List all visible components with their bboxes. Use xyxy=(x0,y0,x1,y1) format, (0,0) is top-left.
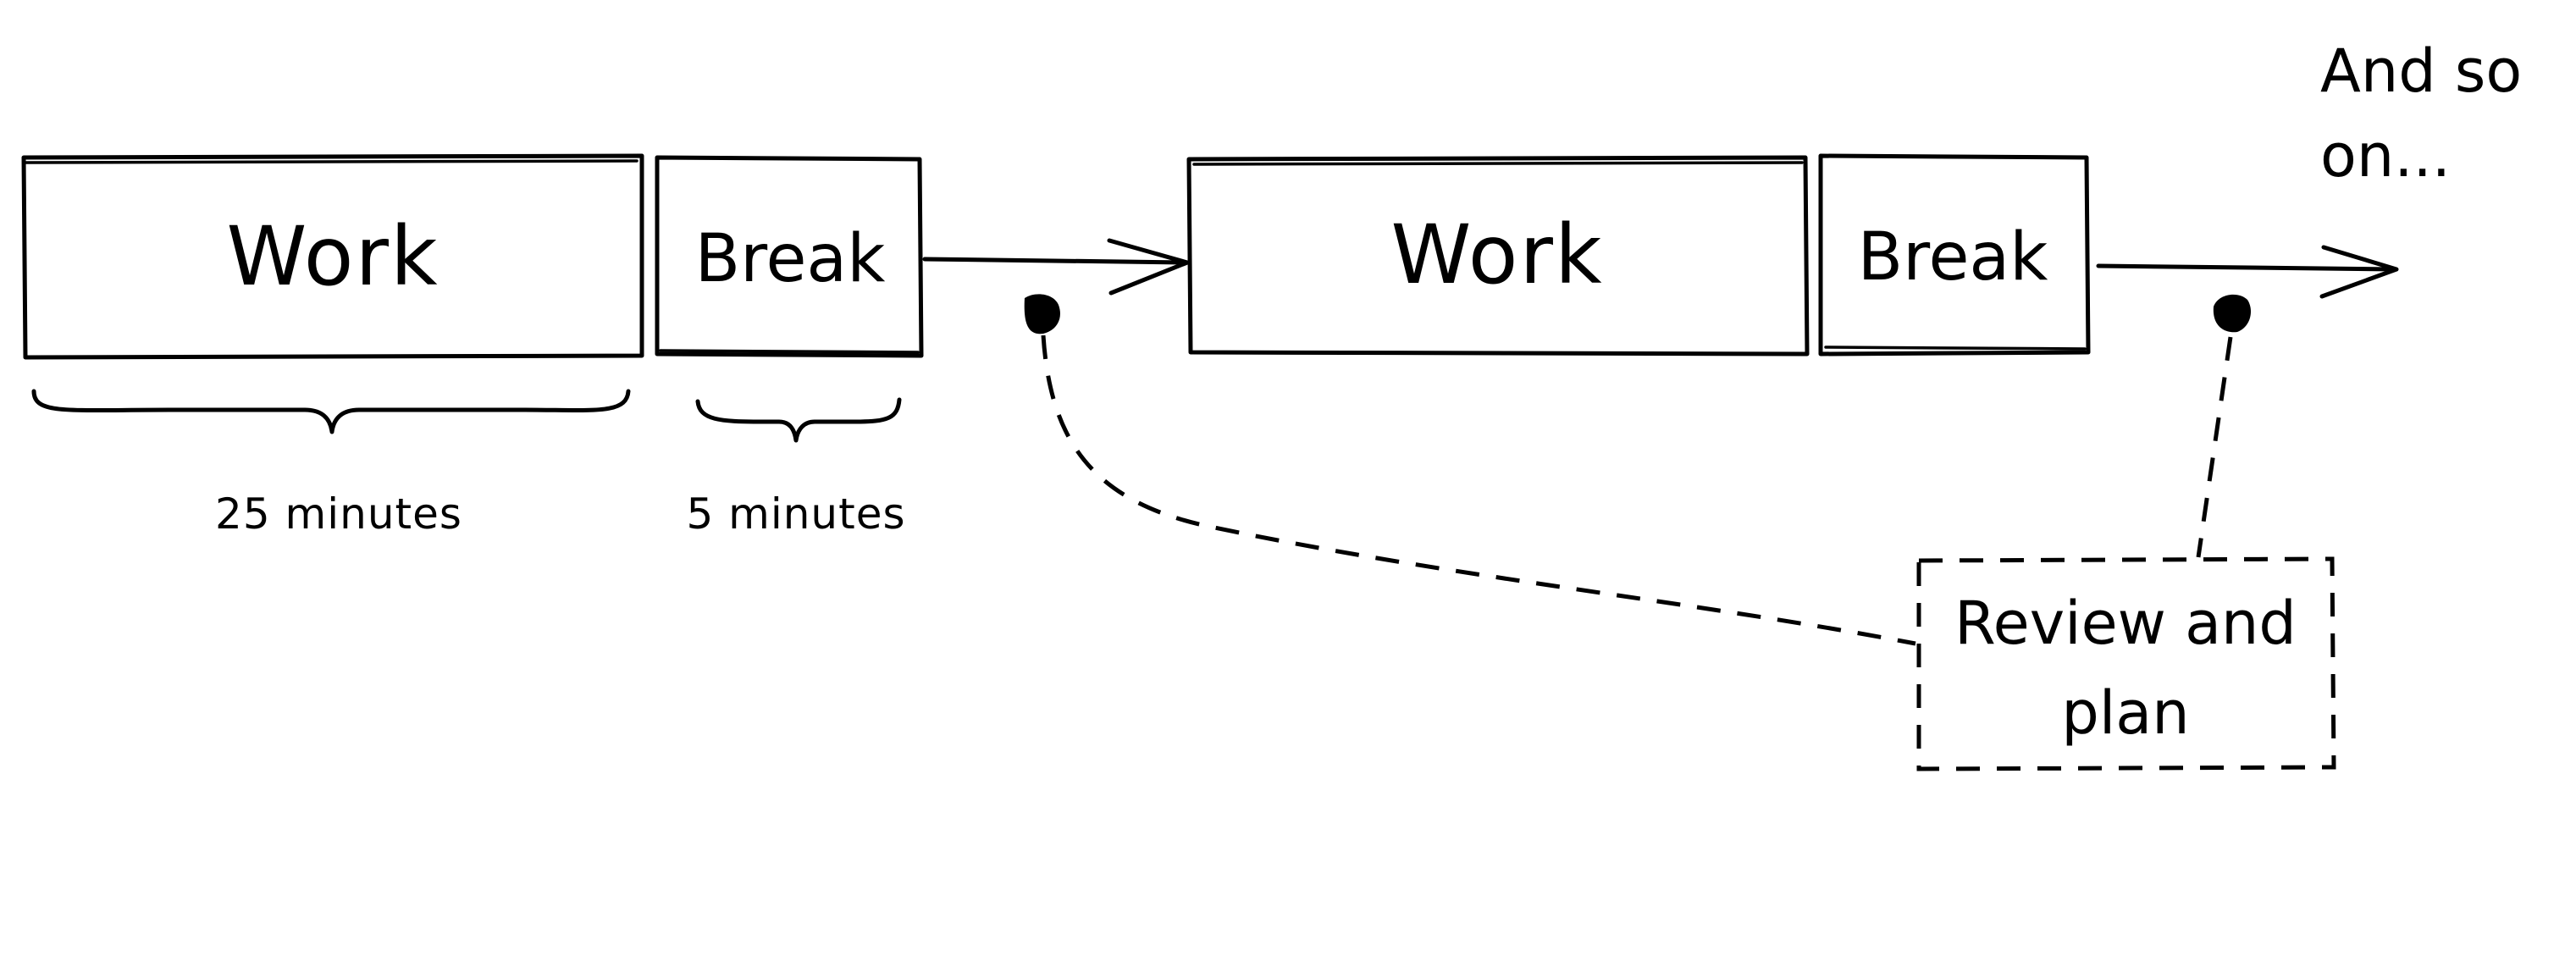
break-duration-brace xyxy=(695,397,902,443)
review-plan-label-line1: Review and xyxy=(1954,589,2297,658)
timeline-arrow-2 xyxy=(2096,245,2399,299)
review-connector-dot-2 xyxy=(2213,294,2251,333)
work-block-2: Work xyxy=(1186,155,1810,357)
work-duration-label: 25 minutes xyxy=(215,489,462,539)
review-plan-box-outline xyxy=(1916,556,2336,771)
timeline-arrow-1 xyxy=(922,238,1190,296)
break-block-1-outline xyxy=(655,155,924,358)
continuation-label-line1: And so xyxy=(2320,36,2522,106)
work-block-1-outline xyxy=(21,153,644,360)
break-block-1: Break xyxy=(655,155,924,358)
break-block-1-label: Break xyxy=(695,221,886,297)
review-plan-box: Review and plan xyxy=(1916,556,2336,771)
review-plan-label-line2: plan xyxy=(2061,678,2189,748)
review-connector-line-2 xyxy=(2196,336,2233,558)
timeline-arrow-1-head xyxy=(1107,238,1190,296)
break-duration-label: 5 minutes xyxy=(686,489,905,539)
break-block-2-outline xyxy=(1818,153,2091,357)
review-connector-line-1 xyxy=(1041,334,1916,646)
break-block-2-label: Break xyxy=(1858,219,2048,296)
break-block-2: Break xyxy=(1818,153,2091,357)
timeline-arrow-2-line xyxy=(2096,263,2397,272)
continuation-label-line2: on... xyxy=(2320,121,2451,191)
timeline-arrow-2-head xyxy=(2319,245,2399,299)
work-block-2-outline xyxy=(1186,155,1810,357)
work-duration-brace xyxy=(31,389,631,434)
work-block-2-label: Work xyxy=(1390,207,1603,302)
work-block-1: Work xyxy=(21,153,644,360)
review-connector-dot-1 xyxy=(1024,294,1060,334)
timeline-arrow-1-line xyxy=(922,257,1188,265)
work-block-1-label: Work xyxy=(226,209,439,304)
